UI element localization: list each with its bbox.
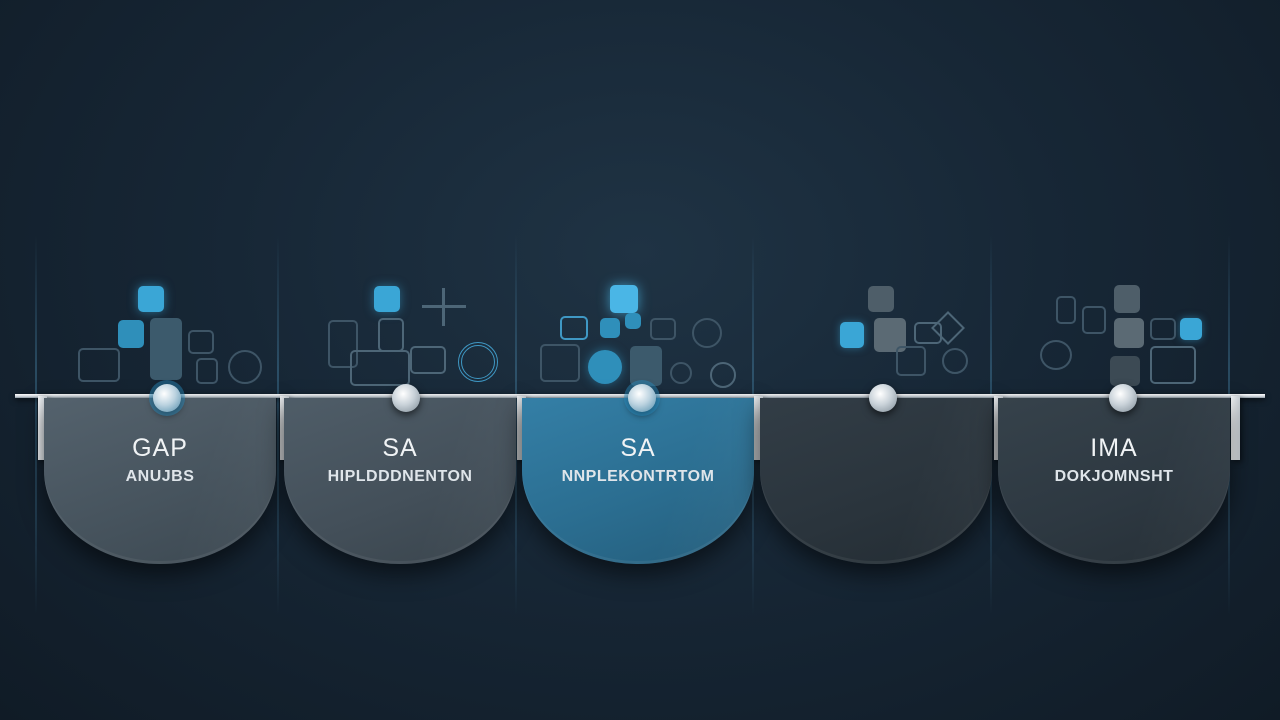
globe-icon	[1040, 340, 1072, 370]
gear-icon	[942, 348, 968, 374]
timeline-node	[153, 384, 181, 412]
connector-icon	[328, 320, 358, 368]
timeline-tick	[754, 396, 763, 460]
chat-icon	[914, 322, 942, 344]
step-title: IMA	[1090, 434, 1138, 462]
step-title: GAP	[132, 434, 188, 462]
clock-icon	[670, 362, 692, 384]
timeline-node	[628, 384, 656, 412]
square-icon	[610, 285, 638, 313]
step-title: SA	[382, 434, 418, 462]
divider-line	[277, 235, 279, 615]
video-icon	[410, 346, 446, 374]
timeline-node	[1109, 384, 1137, 412]
step-card-5: IMA DOKJOMNSHT	[998, 398, 1230, 564]
step-subtitle: DOKJOMNSHT	[1054, 468, 1174, 485]
person-icon	[150, 318, 182, 380]
chat-icon	[650, 318, 676, 340]
person-icon	[1114, 318, 1144, 348]
bar-chart-icon	[188, 330, 214, 354]
target-icon	[458, 342, 498, 382]
timeline-tick	[38, 396, 47, 460]
square-icon	[600, 318, 620, 338]
person-icon	[1110, 356, 1140, 386]
document-icon	[196, 358, 218, 384]
divider-line	[515, 235, 517, 615]
document-icon	[378, 318, 404, 352]
gear-icon	[228, 350, 262, 384]
step-title: SA	[620, 434, 656, 462]
square-icon	[374, 286, 400, 312]
network-icon	[540, 344, 580, 382]
square-icon	[840, 322, 864, 348]
pie-chart-icon	[692, 318, 722, 348]
divider-line	[35, 235, 37, 615]
step-card-4	[760, 398, 992, 564]
user-icon	[1082, 306, 1106, 334]
plus-icon-vertical	[442, 288, 445, 326]
timeline-node	[392, 384, 420, 412]
step-card-2: SA HIPLDDDNENTON	[284, 398, 516, 564]
square-icon	[1180, 318, 1202, 340]
step-subtitle: NNPLEKONTRTOM	[561, 468, 715, 485]
list-icon	[1056, 296, 1076, 324]
square-icon	[868, 286, 894, 312]
timeline-node	[869, 384, 897, 412]
lightbulb-icon	[588, 350, 622, 384]
document-icon	[896, 346, 926, 376]
square-icon	[625, 313, 641, 329]
image-icon	[560, 316, 588, 340]
square-icon	[138, 286, 164, 312]
step-subtitle: ANUJBS	[125, 468, 195, 485]
step-card-3: SA NNPLEKONTRTOM	[522, 398, 754, 564]
timeline-tick	[1231, 396, 1240, 460]
folder-icon	[1150, 346, 1196, 384]
at-icon	[710, 362, 736, 388]
step-card-1: GAP ANUJBS	[44, 398, 276, 564]
square-icon	[118, 320, 144, 348]
person-icon	[630, 346, 662, 386]
step-subtitle: HIPLDDDNENTON	[327, 468, 473, 485]
pencil-icon	[1150, 318, 1176, 340]
monitor-icon	[350, 350, 410, 386]
square-icon	[1114, 285, 1140, 313]
monitor-icon	[78, 348, 120, 382]
